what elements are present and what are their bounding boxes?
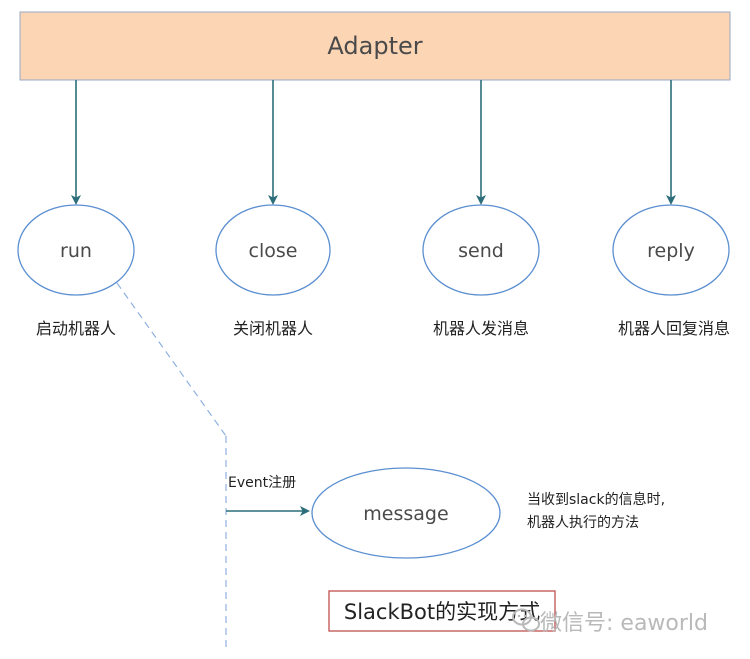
node-run-label: run [60, 240, 92, 262]
adapter-label: Adapter [327, 32, 422, 60]
dashed-connector-diagonal [116, 282, 227, 437]
wechat-icon [512, 608, 540, 632]
message-desc-line1: 当收到slack的信息时, [527, 491, 665, 508]
message-desc-line2: 机器人执行的方法 [527, 515, 639, 531]
desc-close: 关闭机器人 [233, 319, 313, 338]
desc-reply: 机器人回复消息 [618, 319, 730, 338]
desc-run: 启动机器人 [36, 319, 116, 338]
node-send-label: send [458, 240, 504, 262]
node-message [311, 467, 501, 559]
node-message-label: message [363, 503, 448, 525]
adapter-box [19, 11, 731, 81]
watermark-label: 微信号: eaworld [540, 611, 708, 636]
node-reply-label: reply [647, 240, 695, 262]
event-label: Event注册 [228, 475, 296, 491]
node-send [422, 204, 540, 296]
node-run [17, 204, 135, 296]
node-close [215, 204, 331, 296]
desc-send: 机器人发消息 [433, 319, 529, 338]
node-close-label: close [249, 240, 298, 262]
node-reply [612, 204, 730, 296]
title-label: SlackBot的实现方式 [344, 600, 540, 624]
